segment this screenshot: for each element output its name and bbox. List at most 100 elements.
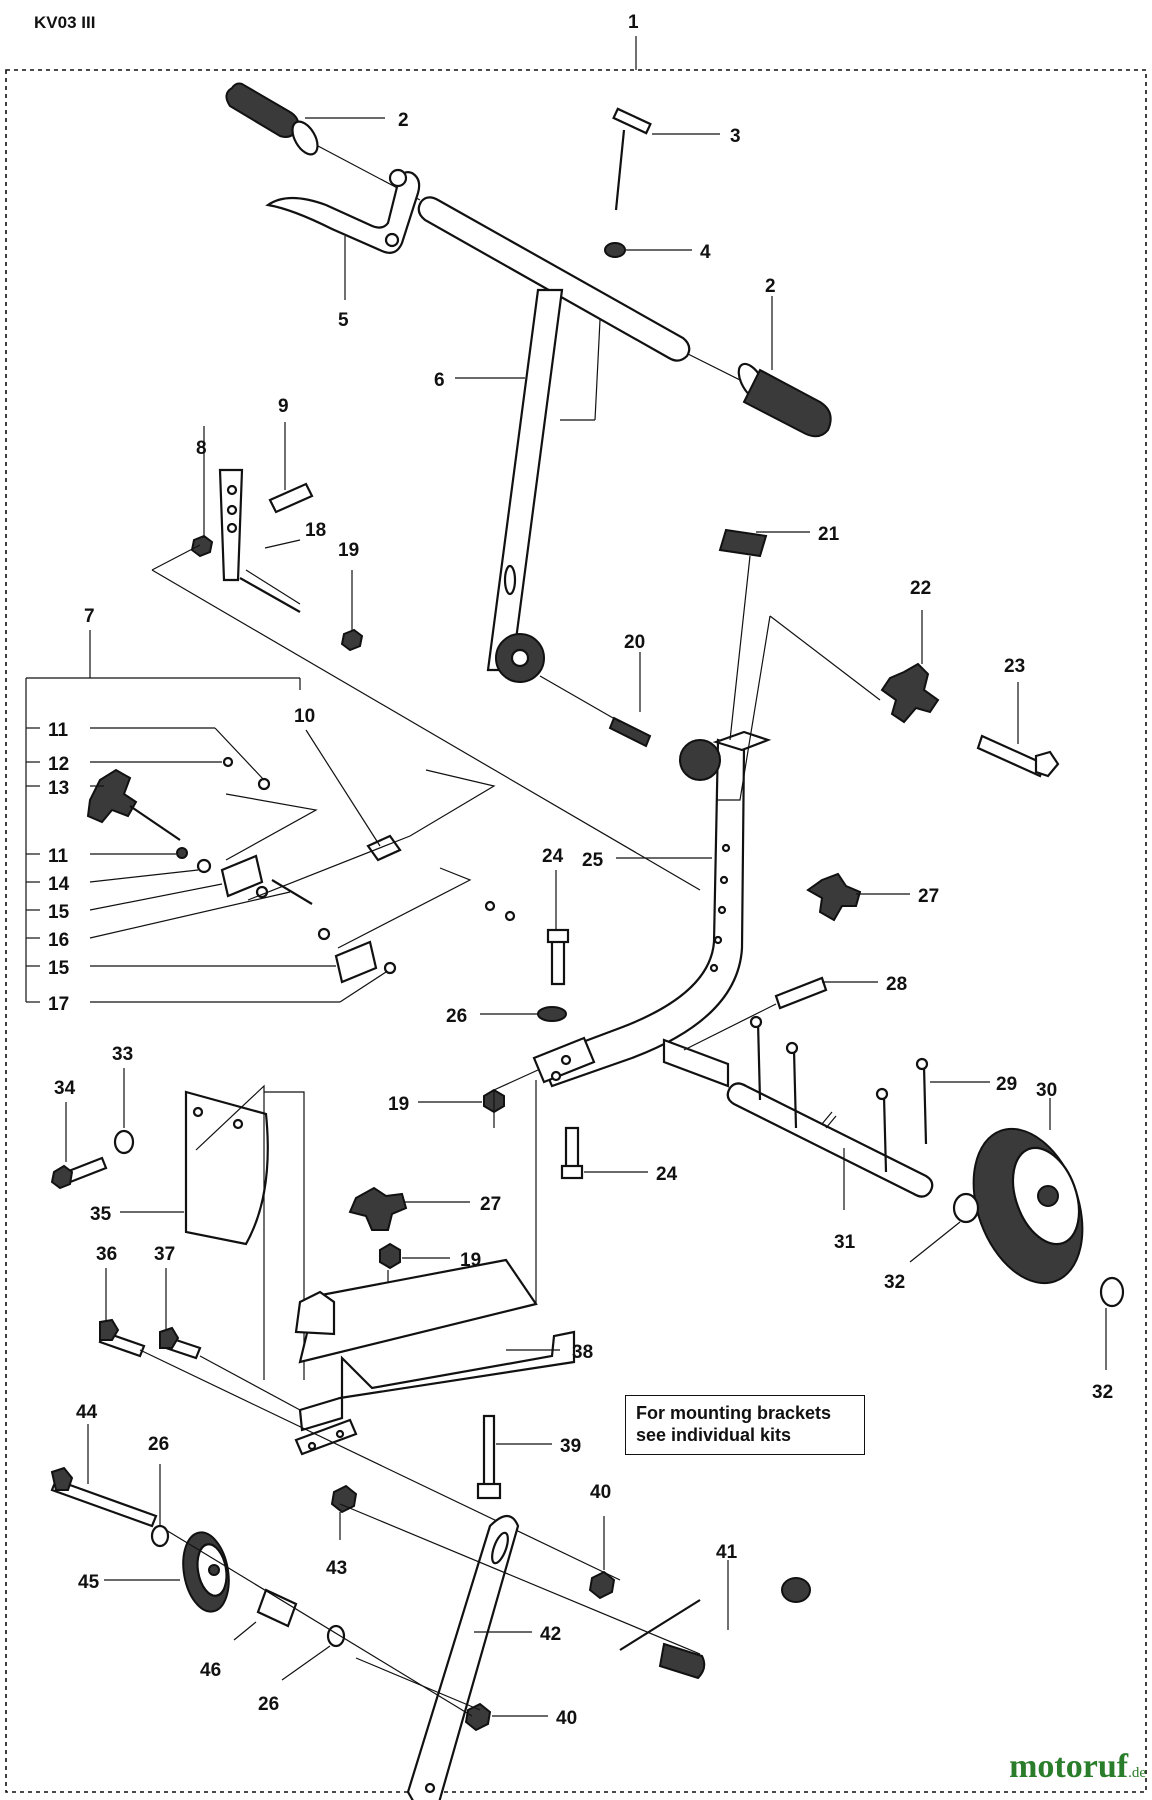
- label-24b: 24: [656, 1164, 678, 1185]
- pin-29a: [756, 1021, 762, 1101]
- pin-bushing: [604, 242, 626, 258]
- clamp-plate-15a: [220, 854, 264, 898]
- label-19b: 19: [388, 1094, 409, 1115]
- star-knob-27b: [348, 1186, 408, 1231]
- nut-8: [190, 534, 214, 558]
- washer-11a: [257, 777, 271, 791]
- label-2b: 2: [765, 276, 776, 297]
- bolt-24b: [564, 1126, 580, 1170]
- handle-knob-41: [658, 1642, 706, 1680]
- label-15a: 15: [48, 902, 70, 923]
- handle-41: [619, 1577, 811, 1680]
- washer-12: [222, 756, 234, 768]
- watermark-logo: motoruf.de: [1009, 1748, 1146, 1786]
- label-37: 37: [154, 1244, 175, 1265]
- label-15b: 15: [48, 958, 70, 979]
- star-knob-13: [86, 768, 138, 824]
- label-33: 33: [112, 1044, 133, 1065]
- pin-29c: [882, 1095, 888, 1173]
- label-26a: 26: [446, 1006, 467, 1027]
- label-38: 38: [572, 1342, 593, 1363]
- label-40a: 40: [590, 1482, 611, 1503]
- washer-33: [113, 1129, 135, 1155]
- label-26b: 26: [148, 1434, 169, 1455]
- watermark-text: motoruf: [1009, 1748, 1129, 1785]
- spring-16: [271, 879, 313, 905]
- bolt-23: [976, 734, 1046, 778]
- handle-crossbar: [417, 196, 691, 362]
- clamp-kit: [25, 630, 516, 1002]
- label-12: 12: [48, 754, 69, 775]
- base-bracket-38: [298, 1258, 538, 1364]
- spring-20: [608, 716, 652, 748]
- frame-25: [538, 738, 746, 1088]
- label-10: 10: [294, 706, 315, 727]
- label-22: 22: [910, 578, 931, 599]
- end-cap-21: [718, 528, 768, 558]
- axle-tube: [662, 1038, 730, 1088]
- locking-pin: [604, 107, 652, 258]
- label-11a: 11: [48, 720, 69, 741]
- throttle-lever: [265, 168, 421, 254]
- label-14: 14: [48, 874, 70, 895]
- label-8: 8: [196, 438, 207, 459]
- label-6: 6: [434, 370, 445, 391]
- bracket-axis: [151, 569, 701, 891]
- label-32a: 32: [884, 1272, 905, 1293]
- label-25: 25: [582, 850, 604, 871]
- label-42: 42: [540, 1624, 561, 1645]
- label-40b: 40: [556, 1708, 577, 1729]
- bolt-44: [50, 1478, 158, 1528]
- nut-19a: [340, 628, 364, 652]
- nut-43: [330, 1484, 358, 1514]
- main-frame: [532, 730, 772, 1088]
- label-7: 7: [84, 606, 95, 627]
- column-leader: [594, 319, 601, 421]
- model-title: KV03 III: [34, 13, 95, 32]
- washer-26c: [326, 1624, 346, 1648]
- bolt-28: [774, 976, 828, 1010]
- clamp-block-10: [366, 834, 402, 862]
- threaded-rod: [239, 577, 301, 613]
- washer-32b: [1099, 1276, 1125, 1308]
- assembly-frame: [5, 69, 1147, 1793]
- bolt-24a: [550, 936, 566, 986]
- height-bracket: [190, 468, 364, 652]
- bolt-9: [268, 482, 314, 514]
- nut-17: [383, 961, 397, 975]
- label-43: 43: [326, 1558, 347, 1579]
- watermark-suffix: .de: [1128, 1765, 1146, 1781]
- washer-26b: [150, 1524, 170, 1548]
- label-31: 31: [834, 1232, 856, 1253]
- knob-screw: [129, 805, 181, 841]
- pin-29b: [792, 1049, 798, 1129]
- pin-29d: [922, 1065, 928, 1145]
- frame-cog: [679, 739, 721, 781]
- label-27b: 27: [480, 1194, 501, 1215]
- washer-26a: [537, 1006, 567, 1022]
- label-19a: 19: [338, 540, 359, 561]
- label-16: 16: [48, 930, 69, 951]
- handlebar-assembly: [225, 82, 832, 683]
- washer-11b: [176, 847, 188, 859]
- lever-plate-42: [406, 1514, 520, 1800]
- label-4: 4: [700, 242, 711, 263]
- wheel-30: [972, 1127, 1084, 1285]
- label-18: 18: [305, 520, 326, 541]
- label-13: 13: [48, 778, 69, 799]
- label-17: 17: [48, 994, 69, 1015]
- mounting-note: For mounting brackets see individual kit…: [625, 1395, 865, 1455]
- star-knob-27a: [806, 872, 862, 922]
- label-28: 28: [886, 974, 907, 995]
- label-35: 35: [90, 1204, 112, 1225]
- column-slot: [503, 564, 517, 596]
- label-36: 36: [96, 1244, 117, 1265]
- label-21: 21: [818, 524, 840, 545]
- label-24a: 24: [542, 846, 564, 867]
- label-41: 41: [716, 1542, 738, 1563]
- label-26c: 26: [258, 1694, 279, 1715]
- axle-31: [726, 1082, 934, 1198]
- wheel-45: [182, 1531, 230, 1613]
- label-32b: 32: [1092, 1382, 1113, 1403]
